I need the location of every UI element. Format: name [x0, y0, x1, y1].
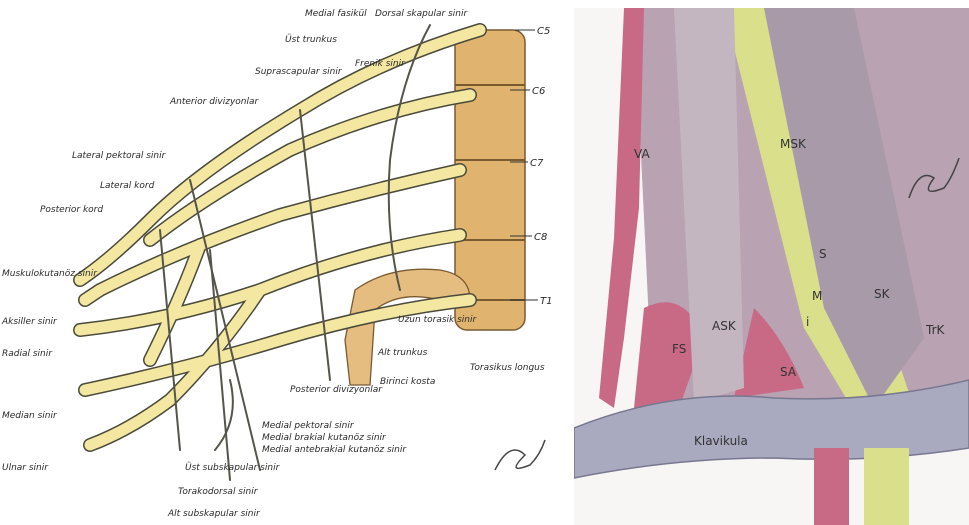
radial-label: Radial sinir: [2, 349, 53, 359]
lateral-pektoral-label: Lateral pektoral sinir: [72, 151, 167, 161]
medial-brakial-label: Medial brakial kutanöz sinir: [262, 433, 387, 443]
dorsal-skapular-label: Dorsal skapular sinir: [375, 9, 469, 19]
klavikula-label: Klavikula: [694, 434, 748, 448]
aksiller-label: Aksiller sinir: [1, 317, 58, 327]
m-label: M: [812, 289, 822, 303]
s-label: S: [819, 247, 827, 261]
posterior-div-label: Posterior divizyonlar: [290, 385, 383, 395]
ulnar-label: Ulnar sinir: [2, 463, 49, 473]
median-label: Median sinir: [2, 411, 58, 421]
brachial-plexus-diagram: C5 C6 C7 C8 T1 Medial fasikül Dorsal ska…: [0, 0, 560, 525]
ust-subskapular-label: Üst subskapular sinir: [185, 462, 281, 473]
c5-label: C5: [537, 26, 550, 37]
va-label: VA: [634, 147, 650, 161]
lower-vessel-red: [814, 448, 849, 525]
nerve-trunks: [80, 25, 480, 480]
ust-trunkus-label: Üst trunkus: [285, 34, 337, 45]
neck-anatomy-diagram: VA MSK S M i SK TrK FS ASK SA Klavikula: [574, 8, 969, 525]
alt-subskapular-label: Alt subskapular sinir: [167, 509, 261, 519]
alt-trunkus-label: Alt trunkus: [377, 348, 428, 358]
lower-vessel-yellow: [864, 448, 909, 525]
signature: [495, 440, 545, 470]
ask-label: ASK: [712, 319, 737, 333]
muskulokutanoz-label: Muskulokutanöz sinir: [2, 269, 98, 279]
anterior-div-label: Anterior divizyonlar: [169, 97, 260, 107]
lateral-kord-label: Lateral kord: [100, 181, 155, 191]
c7-label: C7: [530, 158, 544, 169]
i-label: i: [806, 315, 809, 329]
trk-label: TrK: [925, 323, 946, 337]
medial-fasikul-label: Medial fasikül: [305, 9, 367, 19]
torasikus-longus-label: Torasikus longus: [470, 363, 545, 373]
frenik-label: Frenik sinir: [355, 59, 406, 69]
fs-label: FS: [672, 342, 686, 356]
t1-label: T1: [540, 296, 552, 307]
msk-label: MSK: [780, 137, 807, 151]
uzun-torasik-label: Uzun torasik sinir: [398, 315, 477, 325]
sk-label: SK: [874, 287, 891, 301]
posterior-kord-label: Posterior kord: [40, 205, 103, 215]
torakodorsal-label: Torakodorsal sinir: [178, 487, 259, 497]
suprascapular-label: Suprascapular sinir: [255, 67, 343, 77]
medial-antebrakial-label: Medial antebrakial kutanöz sinir: [262, 445, 407, 455]
medial-pektoral-label: Medial pektoral sinir: [262, 421, 355, 431]
sa-label: SA: [780, 365, 797, 379]
c8-label: C8: [534, 232, 547, 243]
birinci-kosta-label: Birinci kosta: [380, 377, 435, 387]
c6-label: C6: [532, 86, 545, 97]
first-rib: [345, 269, 470, 385]
